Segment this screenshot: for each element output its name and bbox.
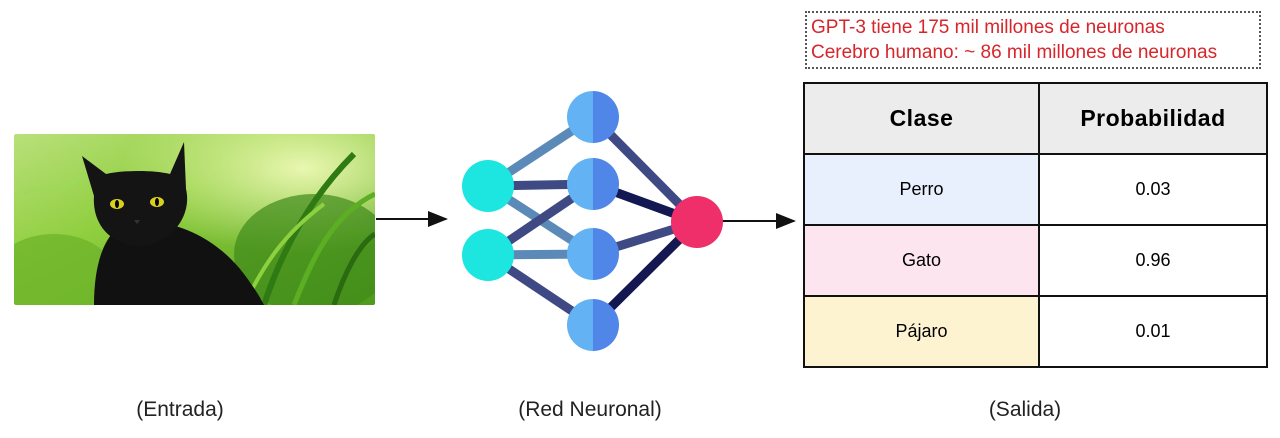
header-probability: Probabilidad (1038, 82, 1268, 155)
table-row: Perro 0.03 (803, 153, 1268, 226)
row-value-pajaro: 0.01 (1038, 295, 1268, 368)
row-label-perro: Perro (803, 153, 1040, 226)
input-node-1 (462, 160, 514, 212)
output-node (671, 196, 723, 248)
probability-table: Clase Probabilidad Perro 0.03 Gato 0.96 … (803, 82, 1268, 368)
row-label-pajaro: Pájaro (803, 295, 1040, 368)
row-value-gato: 0.96 (1038, 224, 1268, 297)
hidden-node-2 (567, 158, 619, 210)
network-caption: (Red Neuronal) (518, 398, 662, 421)
row-value-perro: 0.03 (1038, 153, 1268, 226)
hidden-node-3 (567, 228, 619, 280)
table-header-row: Clase Probabilidad (803, 82, 1268, 155)
header-class: Clase (803, 82, 1040, 155)
row-label-gato: Gato (803, 224, 1040, 297)
edges-input-hidden (483, 112, 598, 330)
note-line-1: GPT-3 tiene 175 mil millones de neuronas (811, 17, 1165, 38)
neuron-count-note: GPT-3 tiene 175 mil millones de neuronas… (805, 11, 1261, 69)
table-row: Pájaro 0.01 (803, 295, 1268, 368)
input-node-2 (462, 229, 514, 281)
table-row: Gato 0.96 (803, 224, 1268, 297)
hidden-node-4 (567, 299, 619, 351)
cat-image (14, 134, 375, 305)
input-caption: (Entrada) (136, 398, 224, 421)
note-line-2: Cerebro humano: ~ 86 mil millones de neu… (811, 42, 1218, 63)
output-caption: (Salida) (988, 398, 1062, 421)
hidden-node-1 (567, 91, 619, 143)
